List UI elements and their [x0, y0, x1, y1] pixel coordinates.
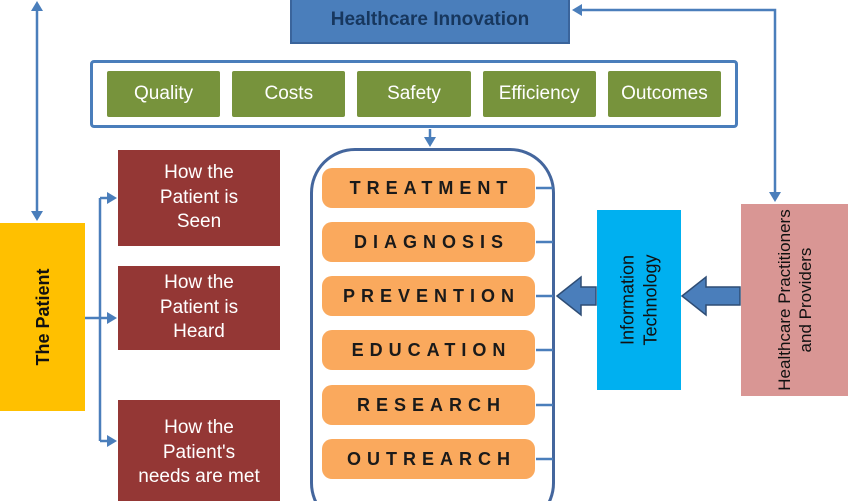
- aspect-label: How the Patient is Heard: [159, 271, 239, 343]
- activity-label: EDUCATION: [351, 339, 512, 360]
- patient-to-aspects-connector: [85, 192, 117, 447]
- activity-box-research: RESEARCH: [322, 385, 535, 425]
- activity-box-prevention: PREVENTION: [322, 276, 535, 316]
- activity-box-diagnosis: DIAGNOSIS: [322, 222, 535, 262]
- the-patient-label: The Patient: [32, 268, 53, 366]
- aspect-box-patient-seen: How the Patient is Seen: [118, 150, 280, 246]
- metric-label: Efficiency: [498, 83, 580, 104]
- providers-box: Healthcare Practitioners and Providers: [741, 204, 848, 396]
- patient-to-innovation-arrow: [31, 1, 43, 221]
- metric-box-outcomes: Outcomes: [607, 71, 722, 117]
- providers-to-it-arrow: [680, 275, 741, 317]
- aspect-label: How the Patient's needs are met: [138, 416, 260, 488]
- aspect-box-patient-needs: How the Patient's needs are met: [118, 400, 280, 501]
- activity-label: TREATMENT: [349, 177, 514, 198]
- metric-box-quality: Quality: [107, 71, 221, 117]
- activity-label: PREVENTION: [342, 285, 521, 306]
- activity-label: RESEARCH: [356, 394, 506, 415]
- aspect-label: How the Patient is Seen: [159, 161, 239, 233]
- the-patient-box: The Patient: [0, 223, 85, 411]
- metric-label: Outcomes: [621, 83, 708, 104]
- aspect-box-patient-heard: How the Patient is Heard: [118, 266, 280, 350]
- metric-box-costs: Costs: [232, 71, 346, 117]
- metric-label: Costs: [264, 83, 314, 104]
- it-to-activities-arrow: [555, 275, 597, 317]
- metrics-frame: Quality Costs Safety Efficiency Outcomes: [90, 60, 738, 128]
- information-technology-box: Information Technology: [597, 210, 681, 390]
- metric-box-safety: Safety: [357, 71, 471, 117]
- providers-label: Healthcare Practitioners and Providers: [774, 209, 815, 391]
- healthcare-innovation-label: Healthcare Innovation: [330, 9, 530, 30]
- activity-label: OUTREARCH: [347, 448, 516, 469]
- metric-label: Safety: [387, 83, 441, 104]
- metric-label: Quality: [134, 83, 194, 104]
- metric-box-efficiency: Efficiency: [482, 71, 596, 117]
- activity-box-education: EDUCATION: [322, 330, 535, 370]
- healthcare-innovation-box: Healthcare Innovation: [290, 0, 570, 44]
- activity-box-treatment: TREATMENT: [322, 168, 535, 208]
- information-technology-label: Information Technology: [617, 254, 661, 346]
- activity-box-outrearch: OUTREARCH: [322, 439, 535, 479]
- activity-label: DIAGNOSIS: [353, 231, 509, 252]
- metrics-to-activities-arrow: [424, 129, 436, 147]
